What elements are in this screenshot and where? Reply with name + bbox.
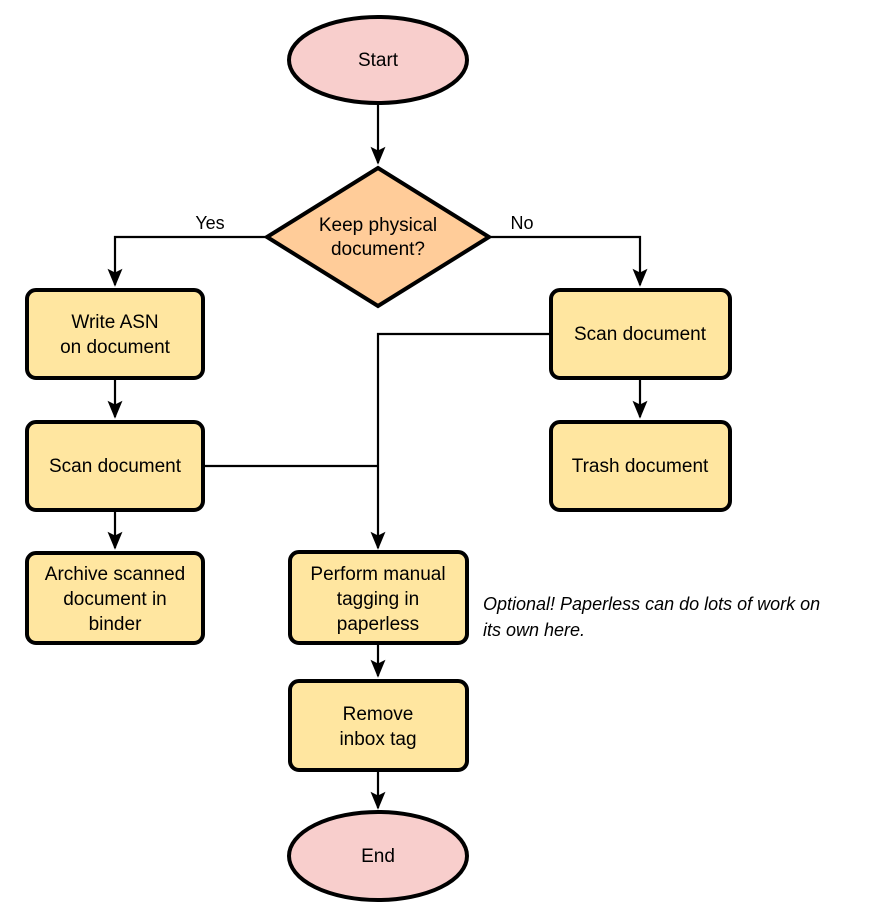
node-remove-inbox-label-line2: inbox tag [339,729,416,750]
node-remove-inbox-label-line1: Remove [343,704,414,725]
node-scan-document-right-label: Scan document [574,324,707,345]
node-archive-label-line2: document in [63,589,167,610]
node-scan-document-left-label: Scan document [49,456,182,477]
edge-decision-no-to-scan-right [489,235,648,287]
annotation-note-line1: Optional! Paperless can do lots of work … [483,594,820,614]
node-decision-label-line1: Keep physical [319,215,437,236]
node-archive-scanned-document[interactable]: Archive scanned document in binder [25,551,205,645]
edge-label-layer: Yes No [195,213,533,233]
node-manual-tagging-label-line1: Perform manual [310,564,445,585]
node-end[interactable]: End [287,810,469,902]
node-manual-tagging-label-line3: paperless [337,614,419,635]
node-decision-keep-physical-document[interactable]: Keep physical document? [263,165,493,309]
node-archive-label-line3: binder [89,614,142,635]
node-end-label: End [361,846,395,867]
node-layer: Start Keep physical document? Write ASN … [25,15,732,902]
node-decision-label-line2: document? [331,239,425,260]
annotation-note: Optional! Paperless can do lots of work … [483,594,820,640]
node-archive-label-line1: Archive scanned [45,564,185,585]
node-write-asn-label-line1: Write ASN [71,312,158,333]
edge-scan-right-to-manual-tag [370,332,551,550]
node-start-label: Start [358,50,399,71]
node-start[interactable]: Start [287,15,469,105]
edge-label-yes: Yes [195,213,224,233]
node-perform-manual-tagging[interactable]: Perform manual tagging in paperless [288,550,469,645]
connector-layer [107,103,648,810]
node-manual-tagging-label-line2: tagging in [337,589,419,610]
node-write-asn-on-document[interactable]: Write ASN on document [25,288,205,380]
node-write-asn-label-line2: on document [60,337,171,358]
edge-decision-yes-to-write-asn [107,235,266,287]
edge-label-no: No [510,213,533,233]
node-trash-document-label: Trash document [572,456,709,477]
node-remove-inbox-tag[interactable]: Remove inbox tag [288,679,469,772]
annotation-note-line2: its own here. [483,620,585,640]
node-scan-document-right[interactable]: Scan document [549,288,732,380]
node-trash-document[interactable]: Trash document [549,420,732,512]
node-scan-document-left[interactable]: Scan document [25,420,205,512]
